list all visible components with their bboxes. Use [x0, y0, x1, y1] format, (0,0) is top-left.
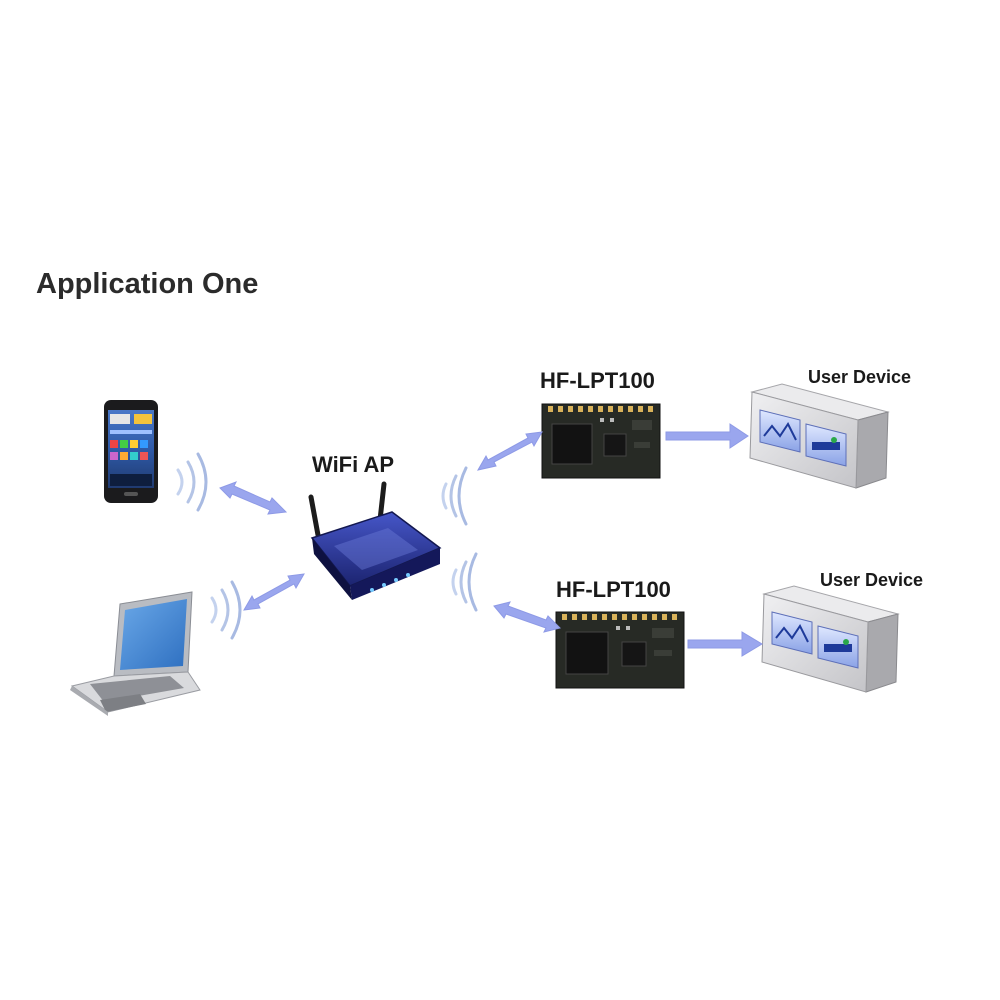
user-device-2-label: User Device	[820, 570, 924, 590]
wifi-signal-icon	[441, 466, 468, 526]
user-device-icon	[761, 585, 900, 693]
user-device-1-label: User Device	[808, 367, 912, 387]
double-arrow-ap-module2	[493, 601, 561, 633]
wifi-signal-icon	[451, 552, 478, 612]
double-arrow-laptop-ap	[243, 573, 305, 611]
laptop-icon	[70, 591, 201, 716]
wifi-module-icon	[555, 611, 685, 689]
wifi-signal-icon	[176, 452, 208, 512]
diagram-title: Application One	[36, 268, 259, 300]
module-2-label: HF-LPT100	[556, 577, 671, 602]
module-1-label: HF-LPT100	[540, 368, 655, 393]
arrow-module2-device2	[687, 631, 763, 657]
double-arrow-phone-ap	[219, 481, 288, 515]
wifi-signal-icon	[210, 580, 242, 640]
double-arrow-ap-module1	[477, 431, 543, 471]
arrow-module1-device1	[665, 423, 749, 449]
wifi-ap-label: WiFi AP	[312, 452, 395, 477]
user-device-icon	[749, 383, 890, 489]
wifi-module-icon	[541, 403, 661, 479]
wifi-router-icon	[308, 481, 442, 600]
smartphone-icon	[104, 400, 158, 503]
